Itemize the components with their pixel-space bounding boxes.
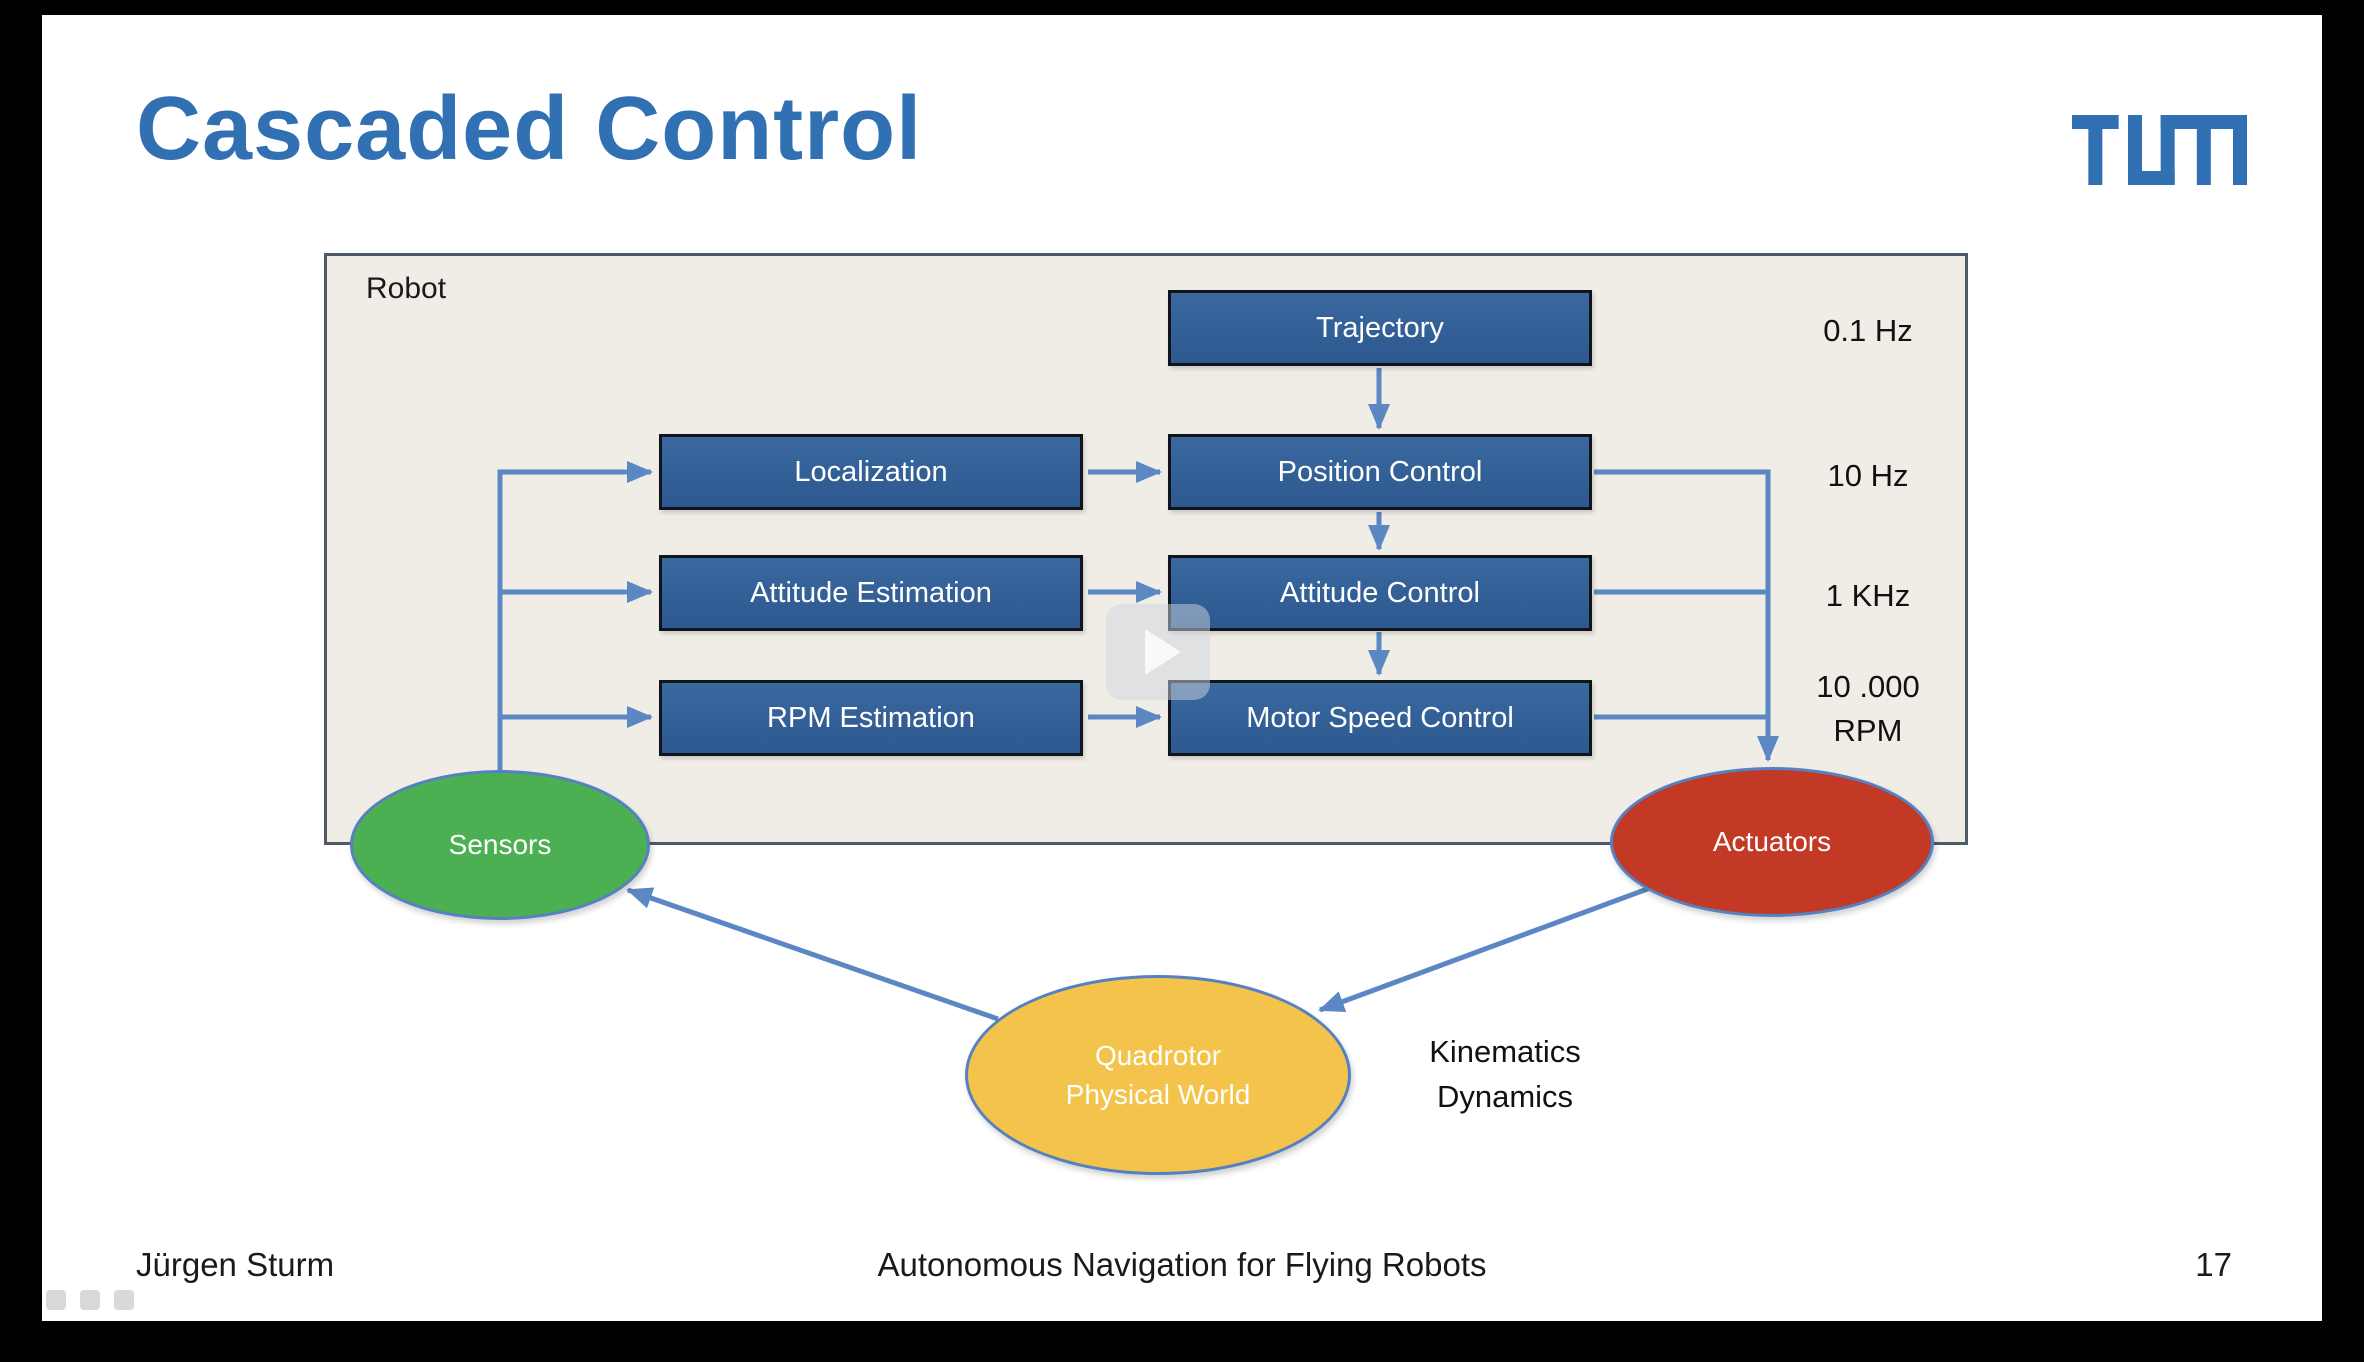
annotation-kinematics-dynamics: Kinematics Dynamics xyxy=(1380,1030,1630,1120)
node-position-control: Position Control xyxy=(1168,434,1592,510)
rate-label-position: 10 Hz xyxy=(1827,458,1909,493)
node-quadrotor-label-line1: Quadrotor xyxy=(1094,1039,1222,1071)
robot-frame-label: Robot xyxy=(366,272,447,305)
footer-course-title: Autonomous Navigation for Flying Robots xyxy=(877,1246,1487,1283)
robot-frame xyxy=(324,253,1968,845)
ghost-tool-icon[interactable] xyxy=(46,1290,66,1310)
node-sensors: Sensors xyxy=(350,770,650,920)
node-localization-label: Localization xyxy=(794,455,948,488)
node-trajectory: Trajectory xyxy=(1168,290,1592,366)
node-rpm-estimation: RPM Estimation xyxy=(659,680,1083,756)
rate-label-trajectory: 0.1 Hz xyxy=(1823,313,1913,348)
footer-page-number: 17 xyxy=(2195,1246,2232,1283)
node-attitude-estimation: Attitude Estimation xyxy=(659,555,1083,631)
node-motor-speed-control-label: Motor Speed Control xyxy=(1246,701,1514,734)
slide-title: Cascaded Control xyxy=(136,79,923,179)
node-quadrotor-label-line2: Physical World xyxy=(1065,1079,1251,1110)
node-attitude-estimation-label: Attitude Estimation xyxy=(750,576,992,609)
annotation-line1: Kinematics xyxy=(1429,1034,1581,1069)
ghost-tool-icon[interactable] xyxy=(114,1290,134,1310)
video-play-button[interactable] xyxy=(1106,604,1210,700)
node-sensors-label: Sensors xyxy=(448,829,552,861)
node-actuators-label: Actuators xyxy=(1712,826,1832,858)
node-actuators: Actuators xyxy=(1610,767,1934,917)
tum-logo xyxy=(2072,115,2247,185)
footer-author: Jürgen Sturm xyxy=(136,1246,335,1283)
ghost-tool-icon[interactable] xyxy=(80,1290,100,1310)
player-toolbar-ghost[interactable] xyxy=(46,1290,134,1310)
rate-label-attitude: 1 KHz xyxy=(1825,578,1911,613)
node-motor-speed-control: Motor Speed Control xyxy=(1168,680,1592,756)
rate-label-motor-line1: 10 .000 xyxy=(1816,669,1920,704)
node-rpm-estimation-label: RPM Estimation xyxy=(767,701,975,734)
node-position-control-label: Position Control xyxy=(1277,455,1483,488)
node-attitude-control: Attitude Control xyxy=(1168,555,1592,631)
rate-label-motor: 10 .000 RPM xyxy=(1748,665,1988,753)
rate-label-motor-line2: RPM xyxy=(1833,713,1903,749)
annotation-line2: Dynamics xyxy=(1436,1078,1574,1114)
node-quadrotor-physical-world: Quadrotor Physical World xyxy=(965,975,1351,1175)
node-trajectory-label: Trajectory xyxy=(1316,311,1444,344)
play-icon xyxy=(1145,629,1181,675)
node-localization: Localization xyxy=(659,434,1083,510)
node-attitude-control-label: Attitude Control xyxy=(1280,576,1480,609)
